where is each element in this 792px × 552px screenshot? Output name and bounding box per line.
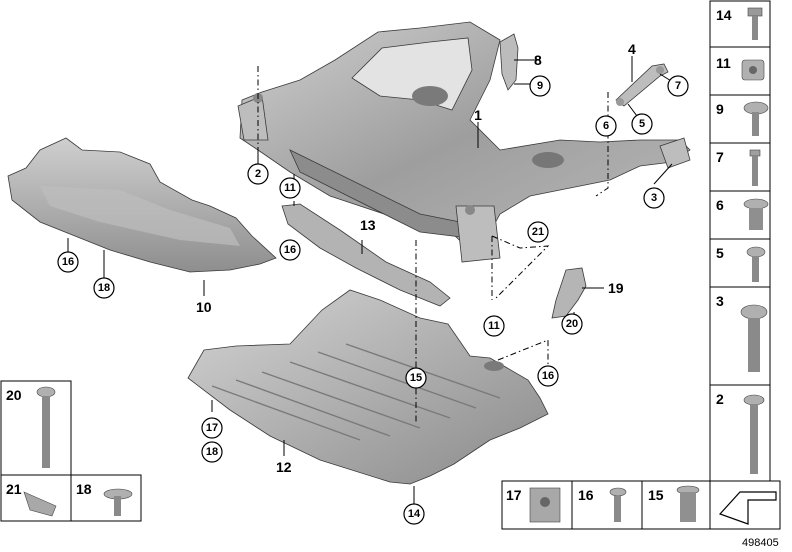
legend-label-11: 11 bbox=[716, 55, 731, 71]
bracket-21-icon bbox=[23, 491, 57, 517]
callout-circle-18b: 18 bbox=[201, 441, 223, 463]
svg-text:3: 3 bbox=[651, 192, 657, 204]
callout-circle-16c: 16 bbox=[537, 365, 559, 387]
direction-arrow-icon bbox=[718, 491, 777, 525]
callout-circle-16a: 16 bbox=[279, 239, 301, 261]
legend-label-20: 20 bbox=[6, 387, 22, 403]
bracket-part-19 bbox=[551, 267, 587, 319]
rivet-nut-6-icon bbox=[743, 198, 769, 230]
long-bolt-20-icon bbox=[36, 386, 56, 468]
svg-text:18: 18 bbox=[206, 446, 218, 458]
legend-label-7: 7 bbox=[716, 149, 724, 165]
callout-8: 8 bbox=[534, 52, 542, 68]
washer-screw-18-icon bbox=[103, 488, 133, 516]
callout-circle-20: 20 bbox=[561, 313, 583, 335]
strut-part-4 bbox=[615, 63, 669, 107]
svg-text:17: 17 bbox=[206, 422, 218, 434]
legend-right-column: 14 11 9 7 6 5 3 2 bbox=[709, 0, 771, 482]
svg-text:15: 15 bbox=[410, 372, 422, 384]
svg-text:7: 7 bbox=[675, 80, 681, 92]
callout-circle-18a: 18 bbox=[93, 277, 115, 299]
svg-text:20: 20 bbox=[566, 318, 578, 330]
screw-16-icon bbox=[609, 487, 627, 522]
callout-4: 4 bbox=[628, 41, 636, 57]
legend-label-16: 16 bbox=[578, 487, 594, 503]
callout-circle-3: 3 bbox=[643, 187, 665, 209]
callout-circle-6: 6 bbox=[595, 115, 617, 137]
svg-text:16: 16 bbox=[62, 256, 74, 268]
callout-labels: 1 8 4 13 19 10 12 bbox=[196, 41, 636, 475]
callout-circle-5: 5 bbox=[631, 113, 653, 135]
callout-circle-11b: 11 bbox=[483, 315, 505, 337]
legend-label-5: 5 bbox=[716, 245, 724, 261]
callout-circle-11a: 11 bbox=[279, 177, 301, 199]
svg-text:16: 16 bbox=[542, 370, 554, 382]
callout-circle-2: 2 bbox=[247, 163, 269, 185]
circled-callouts: 9 7 5 6 3 2 11 16 21 16 18 11 20 15 16 1… bbox=[57, 75, 689, 525]
legend-label-2: 2 bbox=[716, 391, 724, 407]
leader-lines bbox=[67, 56, 677, 504]
callout-circle-14: 14 bbox=[403, 503, 425, 525]
bracket-part-13 bbox=[281, 203, 451, 307]
callout-circle-9: 9 bbox=[529, 75, 551, 97]
svg-text:18: 18 bbox=[98, 282, 110, 294]
bolt-7-icon bbox=[749, 149, 761, 186]
callout-circle-15: 15 bbox=[405, 367, 427, 389]
callout-circle-7: 7 bbox=[667, 75, 689, 97]
callout-1: 1 bbox=[474, 107, 482, 123]
callout-19: 19 bbox=[608, 280, 624, 296]
callout-12: 12 bbox=[276, 459, 292, 475]
legend-label-18: 18 bbox=[76, 481, 92, 497]
svg-text:16: 16 bbox=[284, 244, 296, 256]
svg-text:6: 6 bbox=[603, 120, 609, 132]
svg-text:2: 2 bbox=[255, 168, 261, 180]
pan-screw-9-icon bbox=[743, 101, 769, 136]
clip-17-icon bbox=[529, 487, 561, 523]
callout-circle-17: 17 bbox=[201, 417, 223, 439]
axle-carrier bbox=[237, 21, 691, 263]
bracket-part-8 bbox=[499, 33, 519, 91]
svg-text:11: 11 bbox=[488, 320, 500, 332]
callout-10: 10 bbox=[196, 299, 212, 315]
underbody-shield-part-10 bbox=[7, 137, 277, 273]
grommet-15-icon bbox=[676, 485, 700, 522]
flange-bolt-3-icon bbox=[740, 304, 768, 372]
clip-nut-11-icon bbox=[741, 59, 765, 81]
svg-text:9: 9 bbox=[537, 80, 543, 92]
legend-label-14: 14 bbox=[716, 7, 732, 23]
legend-bottom-right: 17 16 15 bbox=[501, 480, 781, 530]
bolt-14-icon bbox=[747, 7, 763, 40]
legend-label-21: 21 bbox=[6, 481, 22, 497]
callout-circle-21: 21 bbox=[527, 221, 549, 243]
bolt-5-icon bbox=[746, 246, 766, 282]
legend-label-3: 3 bbox=[716, 293, 724, 309]
long-bolt-2-icon bbox=[743, 394, 765, 474]
diagram-id: 498405 bbox=[742, 537, 779, 549]
svg-text:11: 11 bbox=[284, 182, 296, 194]
callout-13: 13 bbox=[360, 217, 376, 233]
svg-text:14: 14 bbox=[408, 508, 421, 520]
svg-text:5: 5 bbox=[639, 118, 645, 130]
svg-text:21: 21 bbox=[532, 226, 544, 238]
underbody-plate-part-12 bbox=[187, 289, 549, 485]
legend-label-6: 6 bbox=[716, 197, 724, 213]
legend-label-17: 17 bbox=[506, 487, 522, 503]
legend-label-15: 15 bbox=[648, 487, 664, 503]
legend-label-9: 9 bbox=[716, 101, 724, 117]
callout-circle-16b: 16 bbox=[57, 251, 79, 273]
legend-bottom-left: 20 21 18 bbox=[0, 380, 142, 522]
